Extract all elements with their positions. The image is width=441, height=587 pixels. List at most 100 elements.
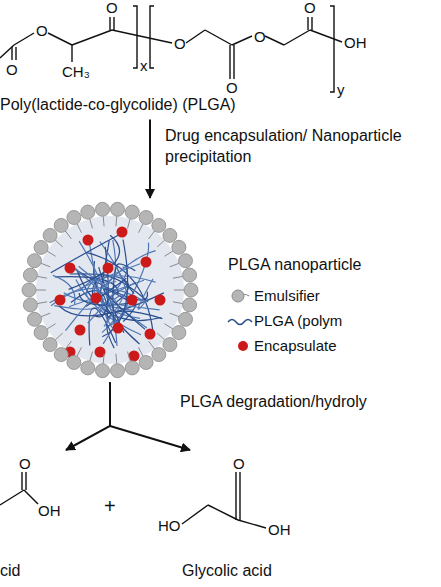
emulsifier-tail [149, 231, 155, 239]
emulsifier-bead [81, 205, 95, 219]
nanoparticle: PLGA nanoparticle [22, 202, 198, 378]
atom-label: OH [268, 522, 291, 537]
legend-text: Emulsifier [254, 288, 320, 305]
emulsifier-bead [183, 268, 197, 282]
emulsifier-tail [149, 341, 155, 349]
emulsifier-bead [179, 254, 193, 268]
emulsifier-bead [34, 240, 48, 254]
emulsifier-tail [128, 219, 131, 229]
emulsifier-bead [172, 326, 186, 340]
emulsifier-tail [157, 333, 164, 340]
emulsifier-tail [139, 347, 144, 356]
emulsifier-tail [139, 224, 144, 233]
emulsifier-tail [77, 224, 82, 233]
emulsifier-tail [37, 302, 47, 304]
emulsifier-tail [174, 290, 184, 291]
edge-label: PLGA degradation/hydroly [180, 392, 441, 413]
emulsifier-tail [115, 354, 117, 364]
emulsifier-tail [170, 313, 179, 317]
emulsifier-tail [90, 352, 93, 362]
atom-label: O [106, 0, 118, 15]
polymer-strand [69, 235, 120, 289]
emulsifier-bead [67, 211, 81, 225]
drug-dot [155, 295, 166, 306]
emulsifier-bead [163, 338, 177, 352]
node-text: cid [0, 562, 20, 580]
node-text: PLGA nanoparticle [228, 256, 361, 274]
atom-label: O [233, 456, 245, 471]
atom-label: OH [344, 35, 367, 50]
emulsifier-bead [163, 228, 177, 242]
polymer-strand [102, 240, 127, 337]
emulsifier-tail [55, 240, 62, 247]
emulsifier-bead [43, 338, 57, 352]
emulsifier-tail [90, 219, 93, 229]
emulsifier-bead [28, 312, 42, 326]
polymer-strand [89, 308, 116, 346]
emulsifier-tail [41, 313, 50, 317]
emulsifier-bead [139, 356, 153, 370]
emulsifier-tail [164, 251, 173, 256]
edge-label: Drug encapsulation/ Nanoparticle precipi… [165, 126, 435, 168]
emulsifier-bead [96, 364, 110, 378]
polymer-strand [138, 279, 153, 309]
flow-arrow [66, 382, 110, 450]
emulsifier-bead [23, 298, 37, 312]
drug-dot [127, 295, 138, 306]
polymer-strand [87, 253, 153, 331]
atom-label: HO [158, 518, 181, 533]
emulsifier-tail [41, 263, 50, 267]
atom-label: O [226, 80, 238, 95]
drug-dot [91, 293, 102, 304]
emulsifier-tail [36, 290, 46, 291]
legend-samples [228, 290, 252, 351]
nanoparticle-illustration [22, 202, 198, 377]
polymer-sample [228, 320, 252, 325]
emulsifier-tail [128, 352, 131, 362]
emulsifier-bead [34, 326, 48, 340]
emulsifier-bead [54, 348, 68, 362]
atom-label: O [36, 23, 48, 38]
emulsifier-bead [54, 218, 68, 232]
polymer-strand [105, 282, 146, 328]
drug-sample [238, 341, 248, 351]
emulsifier-bead [125, 361, 139, 375]
emulsifier-bead [139, 211, 153, 225]
atom-label: O [19, 456, 31, 471]
atom-label: OH [38, 503, 61, 518]
emulsifier-tail [170, 263, 179, 267]
drug-dot [65, 263, 76, 274]
emulsifier-tail [103, 216, 105, 226]
emulsifier-tail [157, 240, 164, 247]
emulsifier-bead [111, 364, 125, 378]
particle-core [36, 216, 184, 364]
emulsifier-tail [65, 341, 71, 349]
drug-dot [141, 257, 152, 268]
polymer-strand [66, 251, 156, 331]
emulsifier-bead [179, 312, 193, 326]
emulsifier-bead [67, 356, 81, 370]
emulsifier-bead [81, 361, 95, 375]
product-molecule: Glycolic acid [150, 452, 300, 582]
emulsifier-tail [115, 216, 117, 226]
flow-arrow [110, 382, 190, 450]
drug-dot [55, 295, 66, 306]
emulsifier-bead [111, 202, 125, 216]
atom-label: O [304, 0, 316, 15]
polymer-strand [79, 293, 132, 305]
emulsifier-bead [183, 298, 197, 312]
emulsifier-bead [96, 202, 110, 216]
emulsifier-tail [164, 324, 173, 329]
atom-label: CH₃ [62, 64, 90, 79]
legend-text: Encapsulate [254, 338, 337, 355]
atom-label: y [337, 82, 345, 97]
node-text: Glycolic acid [182, 562, 272, 580]
emulsifier-tail [103, 354, 105, 364]
drug-dot [83, 235, 94, 246]
emulsifier-tail [77, 347, 82, 356]
emulsifier-sample [232, 290, 244, 302]
drug-dot [75, 325, 86, 336]
